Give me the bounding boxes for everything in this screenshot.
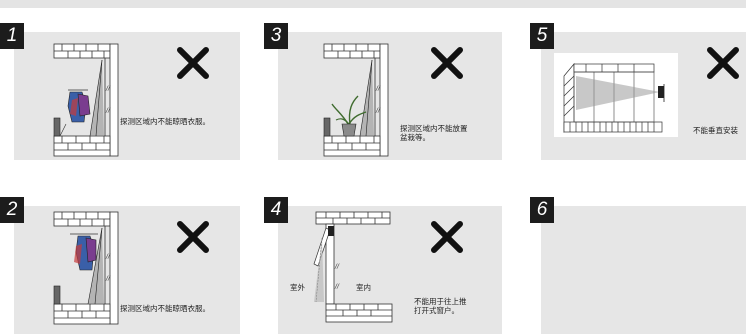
panel-3: [278, 32, 502, 160]
svg-text://: //: [105, 107, 111, 114]
cross-mark-icon: [177, 221, 209, 253]
panel-number-badge: 3: [264, 23, 288, 49]
top-band: [0, 0, 746, 8]
panel-6: [541, 206, 746, 334]
svg-text://: //: [375, 107, 381, 114]
panel-caption: 探测区域内不能晾晒衣服。: [120, 304, 210, 313]
cross-mark-icon: [431, 221, 463, 253]
indoor-label: 室内: [356, 283, 371, 292]
panel-caption: 不能用于往上推 打开式窗户。: [414, 297, 467, 315]
push-up-window-illustration: // //: [313, 211, 393, 323]
svg-text://: //: [334, 263, 340, 270]
svg-text://: //: [105, 85, 111, 92]
wall-window-plant-illustration: // //: [323, 43, 389, 157]
panel-caption: 探测区域内不能晾晒衣服。: [120, 117, 210, 126]
panel-number-badge: 1: [0, 23, 24, 49]
panel-number-badge: 2: [0, 197, 24, 223]
panel-number-badge: 4: [264, 197, 288, 223]
panel-number-badge: 6: [530, 197, 554, 223]
svg-text://: //: [334, 283, 340, 290]
panel-caption: 探测区域内不能放置 盆栽等。: [400, 124, 468, 142]
vertical-install-illustration: [563, 63, 665, 133]
wall-window-clothes-illustration: // //: [53, 211, 119, 325]
svg-text://: //: [375, 85, 381, 92]
cross-mark-icon: [431, 47, 463, 79]
panel-number-badge: 5: [530, 23, 554, 49]
svg-text://: //: [105, 253, 111, 260]
panel-caption: 不能垂直安装: [693, 126, 738, 135]
cross-mark-icon: [707, 47, 739, 79]
cross-mark-icon: [177, 47, 209, 79]
wall-window-clothes-illustration: // //: [53, 43, 119, 157]
outdoor-label: 室外: [290, 283, 305, 292]
svg-text://: //: [105, 275, 111, 282]
